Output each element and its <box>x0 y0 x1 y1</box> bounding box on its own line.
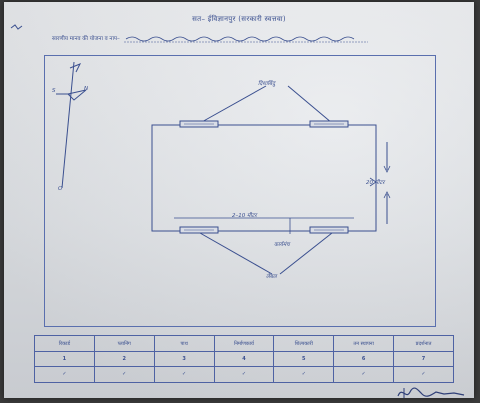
table-number-cell: 2 <box>93 351 155 367</box>
table-number-cell: 5 <box>273 351 335 367</box>
tick-mark: ✓ <box>273 365 335 384</box>
table-header-cell: प्रदर्शनात <box>393 334 454 353</box>
table-header-row: रिकार्ड प्लानिंग पाथ निर्माणकार्य शिल्पक… <box>34 334 454 353</box>
subtitle-text: सारणीय मानव की योजना व नाप– <box>52 36 120 42</box>
handwritten-scribble <box>123 36 368 42</box>
table-header-cell: शिल्पकारी <box>273 334 335 353</box>
table-number-row: 1 2 3 4 5 6 7 <box>34 351 454 367</box>
page-title: सत– ईविज्ञानपुर (सरकारी स्वत्तवा) <box>192 15 286 23</box>
marks-table: रिकार्ड प्लानिंग पाथ निर्माणकार्य शिल्पक… <box>34 334 454 384</box>
right-label: 20 मीटर <box>366 180 385 186</box>
document-sheet: सत– ईविज्ञानपुर (सरकारी स्वत्तवा) सारणीय… <box>4 2 474 398</box>
top-right-diagonal <box>287 85 333 124</box>
table-number-cell: 3 <box>153 351 215 367</box>
pole-side-mark: S <box>52 88 56 94</box>
flag-mark <box>67 63 87 101</box>
page-subtitle: सारणीय मानव की योजना व नाप– <box>52 34 372 43</box>
table-number-cell: 4 <box>213 351 275 367</box>
table-header-cell: तन स्थापना <box>333 334 395 353</box>
tick-mark: ✓ <box>93 365 155 384</box>
top-label: दिशाबिंदु <box>258 81 275 87</box>
bottom-right-diagonal <box>279 232 333 275</box>
bottom-measure-label: 2–10 मीटर <box>232 213 257 219</box>
tick-mark: ✓ <box>393 365 454 384</box>
tick-mark: ✓ <box>333 365 395 384</box>
table-header-cell: निर्माणकार्य <box>213 334 275 353</box>
signature-mark <box>397 387 465 398</box>
pole-letter: N <box>84 86 89 92</box>
top-left-diagonal <box>199 85 267 124</box>
table-header-cell: पाथ <box>153 334 215 353</box>
bottom-left-diagonal <box>199 232 273 275</box>
flag-pole <box>61 61 75 189</box>
tick-mark: ✓ <box>213 365 275 384</box>
corner-mark <box>10 24 23 30</box>
drawing-frame <box>44 55 436 327</box>
tick-mark: ✓ <box>153 365 215 384</box>
table-number-cell: 7 <box>393 351 454 367</box>
pole-bottom-mark: O <box>58 186 63 192</box>
tick-mark: ✓ <box>34 365 95 384</box>
main-rectangle <box>151 124 377 232</box>
table-number-cell: 1 <box>34 351 95 367</box>
layout-diagram <box>56 61 391 275</box>
table-header-cell: रिकार्ड <box>34 334 95 353</box>
bottom-label: लेबल <box>266 274 277 280</box>
table-number-cell: 6 <box>333 351 395 367</box>
lower-small-label: कार्यमंच <box>274 242 290 248</box>
table-tick-row: ✓ ✓ ✓ ✓ ✓ ✓ ✓ <box>34 365 454 384</box>
table-header-cell: प्लानिंग <box>93 334 155 353</box>
